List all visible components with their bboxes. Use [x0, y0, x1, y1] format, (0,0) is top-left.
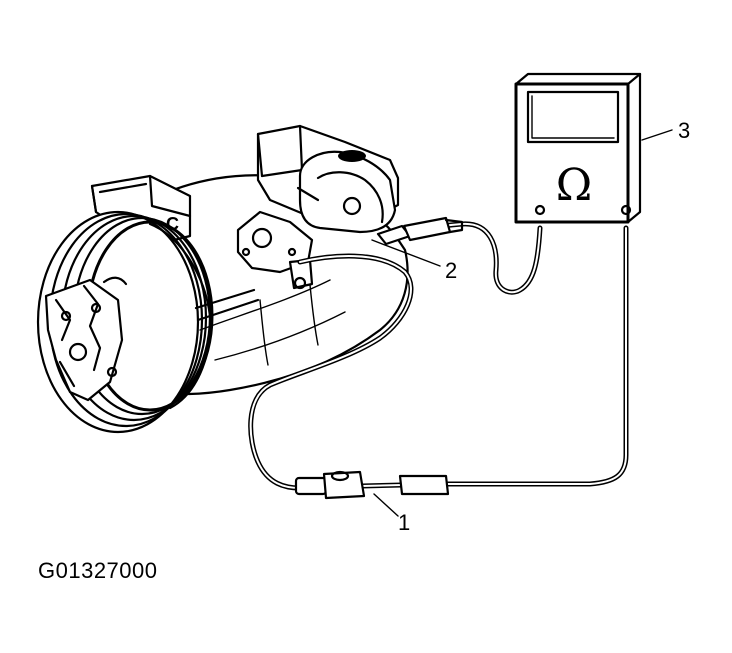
- ohmmeter-icon: Ω: [514, 72, 642, 224]
- callouts: 1 2 3: [371, 118, 690, 535]
- callout-3: 3: [678, 118, 690, 143]
- wire-connector-icon: [294, 470, 450, 500]
- figure-id-label: G01327000: [38, 558, 158, 583]
- probe-tip: [376, 216, 464, 246]
- ac-compressor-icon: C: [36, 124, 409, 434]
- meter-symbol: Ω: [556, 160, 592, 211]
- callout-1: 1: [398, 510, 410, 535]
- callout-2: 2: [445, 258, 457, 283]
